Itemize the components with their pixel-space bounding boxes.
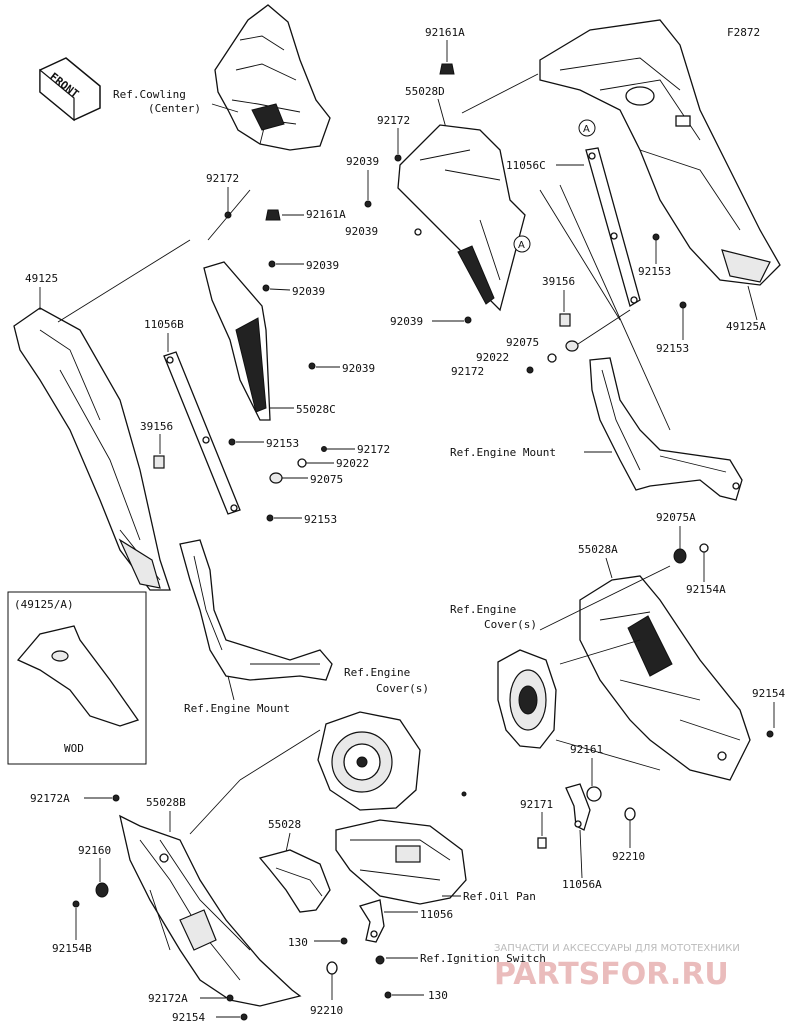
label-92172A-bottom: 92172A	[148, 992, 188, 1005]
label-92154-bottom: 92154	[172, 1011, 205, 1024]
label-92075A: 92075A	[656, 511, 696, 524]
label-11056B: 11056B	[144, 318, 184, 331]
svg-text:A: A	[583, 124, 590, 135]
label-92172-a: 92172	[377, 114, 410, 127]
shroud-55028D-part	[397, 124, 526, 312]
label-92022-left: 92022	[336, 457, 369, 470]
engine-cover-right-part	[497, 649, 557, 749]
inset-caption: WOD	[64, 742, 84, 755]
engine-mount-right-part	[589, 357, 743, 501]
side-cowling-49125A-part	[539, 19, 781, 286]
ref-engine-mount-left-label: Ref.Engine Mount	[184, 702, 290, 715]
label-55028C: 55028C	[296, 403, 336, 416]
ref-oil-pan-label: Ref.Oil Pan	[463, 890, 536, 903]
label-92154A: 92154A	[686, 583, 726, 596]
label-92154-right: 92154	[752, 687, 785, 700]
label-130-b: 130	[428, 989, 448, 1002]
label-92039-l3: 92039	[342, 362, 375, 375]
shroud-55028B-part	[119, 814, 302, 1007]
label-92039-b: 92039	[345, 225, 378, 238]
engine-mount-left-part	[179, 539, 333, 681]
ref-ignition-switch-label: Ref.Ignition Switch	[420, 952, 546, 965]
label-92161A-top: 92161A	[425, 26, 465, 39]
pad-39156-right	[559, 313, 571, 327]
label-92160: 92160	[78, 844, 111, 857]
inset-title: (49125/A)	[14, 598, 74, 611]
ref-engine-mount-right-label: Ref.Engine Mount	[450, 446, 556, 459]
label-92172-left: 92172	[206, 172, 239, 185]
ref-cowling-center-label: Ref.Cowling	[113, 88, 186, 101]
bracket-11056-part	[358, 899, 385, 943]
callout-A-upper: A	[513, 235, 531, 253]
front-arrow-icon: FRONT	[39, 57, 101, 122]
label-92039-l2: 92039	[292, 285, 325, 298]
label-92039-a: 92039	[346, 155, 379, 168]
ref-cowling-center-label-2: (Center)	[148, 102, 201, 115]
label-92153-r1: 92153	[638, 265, 671, 278]
label-92153-l1: 92153	[266, 437, 299, 450]
label-11056: 11056	[420, 908, 453, 921]
cowling-center-part	[211, 4, 331, 151]
label-130-a: 130	[288, 936, 308, 949]
label-92172-right: 92172	[451, 365, 484, 378]
label-92039-c: 92039	[390, 315, 423, 328]
svg-text:A: A	[518, 240, 525, 251]
watermark-line1: ЗАПЧАСТИ И АКСЕССУАРЫ ДЛЯ МОТОТЕХНИКИ	[494, 943, 740, 954]
pad-39156-left	[153, 455, 165, 469]
nut-92161A-top	[439, 63, 455, 75]
label-92161: 92161	[570, 743, 603, 756]
label-92171: 92171	[520, 798, 553, 811]
label-92039-l1: 92039	[306, 259, 339, 272]
inset-box: (49125/A) WOD	[7, 591, 147, 765]
ref-engine-cover-c1: Ref.Engine	[344, 666, 410, 679]
label-49125A: 49125A	[726, 320, 766, 333]
label-55028D: 55028D	[405, 85, 445, 98]
label-92172-l2: 92172	[357, 443, 390, 456]
label-92075-left: 92075	[310, 473, 343, 486]
label-92154B: 92154B	[52, 942, 92, 955]
label-92022-right: 92022	[476, 351, 509, 364]
watermark-logo: PARTSFOR.RU	[494, 957, 729, 992]
ref-engine-cover-c2: Cover(s)	[376, 682, 429, 695]
oil-pan-part	[335, 819, 467, 905]
ref-engine-cover-r2: Cover(s)	[484, 618, 537, 631]
engine-cover-center-part	[317, 711, 421, 811]
label-39156-left: 39156	[140, 420, 173, 433]
label-55028B: 55028B	[146, 796, 186, 809]
label-11056C: 11056C	[506, 159, 546, 172]
callout-A-right: A	[578, 119, 596, 137]
label-92075-right: 92075	[506, 336, 539, 349]
shroud-55028C-part	[203, 261, 271, 421]
figure-id-label: F2872	[727, 26, 760, 39]
label-55028A: 55028A	[578, 543, 618, 556]
cover-55028-part	[258, 849, 331, 913]
shroud-55028A-part	[579, 575, 751, 781]
label-92153-r2: 92153	[656, 342, 689, 355]
label-55028: 55028	[268, 818, 301, 831]
label-11056A: 11056A	[562, 878, 602, 891]
side-cowling-49125-part	[13, 307, 171, 591]
label-49125: 49125	[25, 272, 58, 285]
label-39156-right: 39156	[542, 275, 575, 288]
label-92153-l2: 92153	[304, 513, 337, 526]
label-92210-right: 92210	[612, 850, 645, 863]
ref-engine-cover-r1: Ref.Engine	[450, 603, 516, 616]
bracket-11056B-part	[163, 351, 241, 515]
bracket-11056C-part	[585, 147, 641, 307]
label-92210-bottom: 92210	[310, 1004, 343, 1017]
label-92172A-top: 92172A	[30, 792, 70, 805]
label-92161A-left: 92161A	[306, 208, 346, 221]
bracket-11056A-part	[565, 783, 591, 831]
